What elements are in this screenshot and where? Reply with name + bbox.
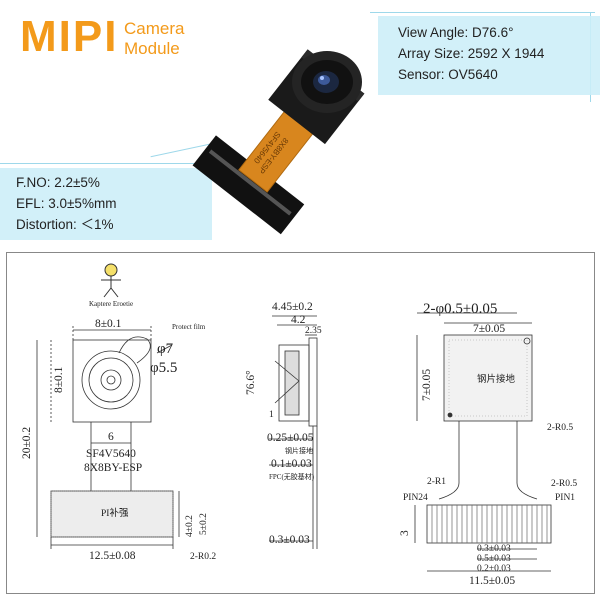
label-pin1: PIN1 bbox=[555, 493, 576, 503]
dim-holes: 2-φ0.5±0.05 bbox=[423, 301, 498, 317]
dim-front-body-height: 8±0.1 bbox=[53, 366, 65, 393]
dim-fpc-thick: 0.25±0.05 bbox=[267, 432, 314, 444]
dim-corner-radius: 2-R0.2 bbox=[190, 552, 217, 562]
label-8x8by-esp: 8X8BY-ESP bbox=[84, 462, 143, 474]
label-pin24: PIN24 bbox=[403, 493, 428, 503]
dim-side-top: 2.35 bbox=[305, 326, 322, 336]
dim-total-width: 11.5±0.05 bbox=[469, 575, 516, 587]
back-view bbox=[414, 312, 552, 572]
dim-pi-height-1: 4±0.2 bbox=[185, 515, 195, 537]
title-line-1: Camera bbox=[124, 19, 185, 38]
dim-pitch-3: 0.2±0.03 bbox=[477, 564, 511, 574]
spec-box-sensor: View Angle: D76.6° Array Size: 2592 X 19… bbox=[378, 16, 600, 95]
spec-sensor: Sensor: OV5640 bbox=[398, 67, 498, 82]
dim-total-height: 20±0.2 bbox=[21, 426, 33, 459]
label-steel-ground: 钢片接地 bbox=[477, 375, 516, 385]
dim-pitch-2: 0.5±0.03 bbox=[477, 554, 511, 564]
dim-front-width: 8±0.1 bbox=[95, 318, 122, 330]
label-protect-film: Protect film bbox=[172, 323, 206, 331]
label-pi-reinforcement: PI补强 bbox=[101, 509, 129, 519]
title-subtitle: Camera Module bbox=[124, 19, 184, 59]
dim-connector-height: 3 bbox=[399, 530, 411, 536]
technical-drawing: Kaptere Eroetie 8±0.1 Protect film φ7 φ5… bbox=[6, 252, 595, 594]
dim-bottom-width: 12.5±0.08 bbox=[89, 550, 136, 562]
camera-module-photo: SF4V5640 8X8BY-ESP bbox=[192, 49, 365, 235]
product-banner: MIPI Camera Module View Angle: D76.6° Ar… bbox=[0, 0, 600, 245]
label-fpc-steel: 钢片接地 bbox=[285, 447, 313, 455]
front-view bbox=[36, 326, 180, 549]
drawing-lines bbox=[36, 263, 552, 572]
dim-angle: 76.6° bbox=[245, 370, 257, 395]
decorative-line bbox=[370, 12, 595, 13]
spec-box-optics: F.NO: 2.2±5% EFL: 3.0±5%mm Distortion: ＜… bbox=[0, 168, 212, 240]
dim-r1: 2-R1 bbox=[427, 477, 446, 487]
dim-side-total: 4.45±0.2 bbox=[272, 301, 313, 313]
label-sf4v5640: SF4V5640 bbox=[86, 448, 136, 460]
logo-icon bbox=[101, 263, 121, 298]
dim-side-lens: 4.2 bbox=[291, 314, 306, 326]
spec-fno: F.NO: 2.2±5% bbox=[16, 175, 100, 190]
title-line-2: Module bbox=[124, 39, 180, 58]
spec-array-size: Array Size: 2592 X 1944 bbox=[398, 46, 545, 61]
dim-r05-lower: 2-R0.5 bbox=[551, 479, 578, 489]
side-view bbox=[269, 315, 318, 549]
spec-efl: EFL: 3.0±5%mm bbox=[16, 196, 117, 211]
dim-pitch-1: 0.3±0.03 bbox=[477, 544, 511, 554]
dim-bottom-thick: 0.3±0.03 bbox=[269, 534, 310, 546]
dim-side-one: 1 bbox=[269, 410, 274, 420]
dim-steel-width: 7±0.05 bbox=[473, 323, 506, 335]
dim-r05-upper: 2-R0.5 bbox=[547, 423, 574, 433]
title-mipi: MIPI bbox=[20, 12, 119, 61]
spec-distortion: Distortion: ＜1% bbox=[16, 217, 114, 232]
label-fpc-base: FPC(无胶基材) bbox=[269, 473, 315, 481]
dim-pi-height-2: 5±0.2 bbox=[199, 513, 209, 535]
dim-cover-thick: 0.1±0.03 bbox=[271, 458, 312, 470]
dim-phi7: φ7 bbox=[157, 341, 174, 357]
dim-flex-width: 6 bbox=[108, 431, 114, 443]
logo-text: Kaptere Eroetie bbox=[89, 300, 134, 308]
dim-phi5-5: φ5.5 bbox=[150, 360, 178, 376]
dim-steel-height: 7±0.05 bbox=[421, 368, 433, 401]
decorative-line bbox=[0, 163, 205, 164]
spec-view-angle: View Angle: D76.6° bbox=[398, 25, 514, 40]
